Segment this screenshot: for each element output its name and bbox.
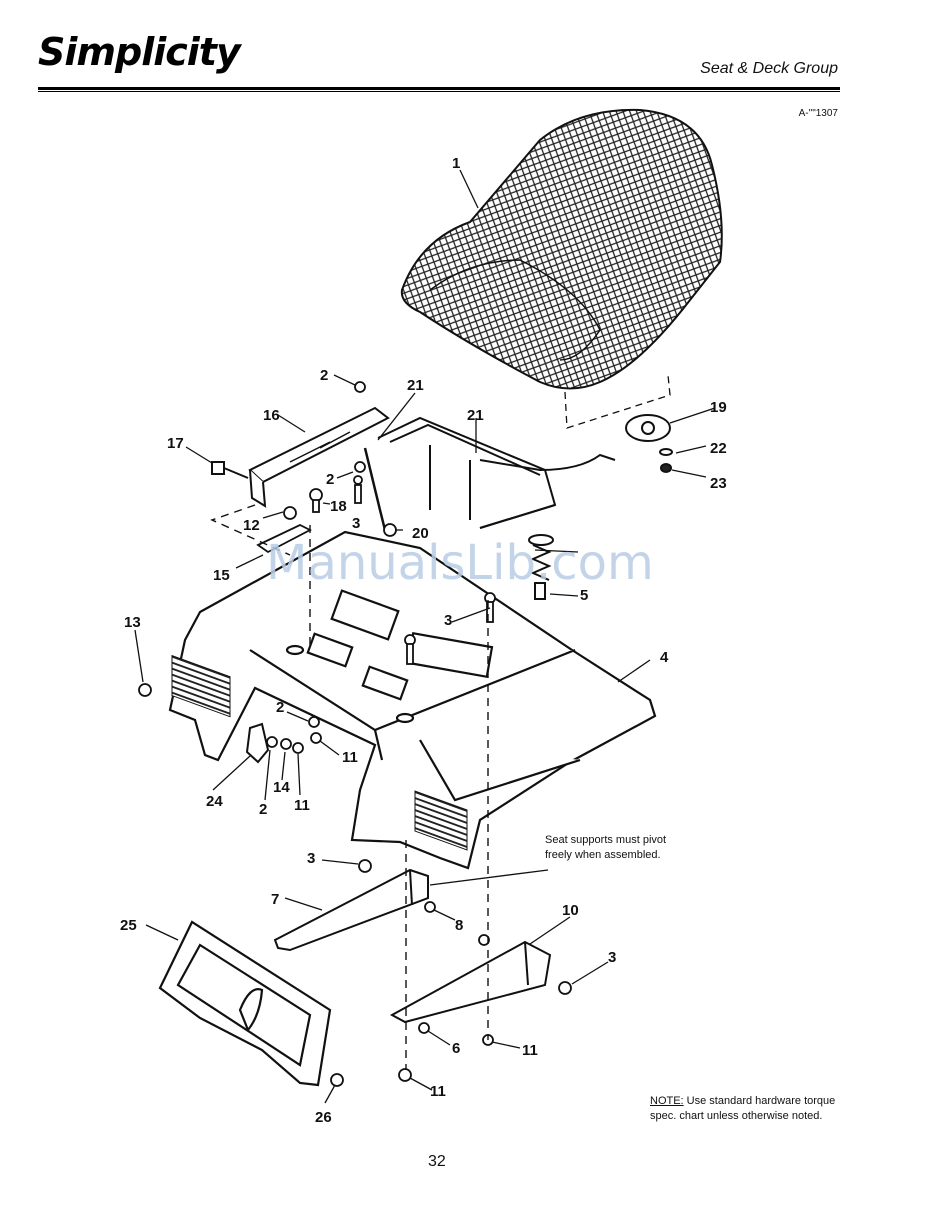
callout-17: 17 [167, 435, 184, 452]
callout-2: 2 [276, 699, 284, 716]
callout-16: 16 [263, 407, 280, 424]
callout-26: 26 [315, 1109, 332, 1126]
callout-22: 22 [710, 440, 727, 457]
callout-10: 10 [562, 902, 579, 919]
callout-7: 7 [271, 891, 279, 908]
note-label: NOTE: [650, 1095, 684, 1107]
callout-2: 2 [326, 471, 334, 488]
watermark: ManualsLib.com [266, 535, 654, 591]
callout-19: 19 [710, 399, 727, 416]
callout-11: 11 [522, 1042, 538, 1059]
callout-2: 2 [259, 801, 267, 818]
seat-support-left-part [275, 870, 428, 950]
callout-11: 11 [342, 749, 358, 766]
callout-3: 3 [608, 949, 616, 966]
access-panel-part [160, 922, 330, 1085]
page-number: 32 [428, 1153, 446, 1171]
callout-11: 11 [294, 797, 310, 814]
callout-3: 3 [352, 515, 360, 532]
seat-part [402, 110, 722, 389]
seat-switch-part [626, 415, 672, 472]
callout-21: 21 [467, 407, 484, 424]
seat-pan-bracket-part [365, 418, 615, 530]
callout-1: 1 [452, 155, 460, 172]
callout-21: 21 [407, 377, 424, 394]
seat-support-note: Seat supports must pivot freely when ass… [545, 833, 675, 863]
callout-23: 23 [710, 475, 727, 492]
callout-2: 2 [320, 367, 328, 384]
seat-support-right-part [392, 942, 550, 1022]
callout-25: 25 [120, 917, 137, 934]
callout-3: 3 [307, 850, 315, 867]
callout-24: 24 [206, 793, 223, 810]
callout-4: 4 [660, 649, 669, 666]
callout-8: 8 [455, 917, 463, 934]
callout-14: 14 [273, 779, 290, 796]
callout-15: 15 [213, 567, 230, 584]
callout-13: 13 [124, 614, 141, 631]
callout-6: 6 [452, 1040, 460, 1057]
callout-3: 3 [444, 612, 452, 629]
bolt-part [212, 462, 248, 478]
torque-note: NOTE: Use standard hardware torque spec.… [650, 1094, 840, 1124]
callout-11: 11 [430, 1083, 446, 1100]
callout-18: 18 [330, 498, 347, 515]
callout-12: 12 [243, 517, 260, 534]
